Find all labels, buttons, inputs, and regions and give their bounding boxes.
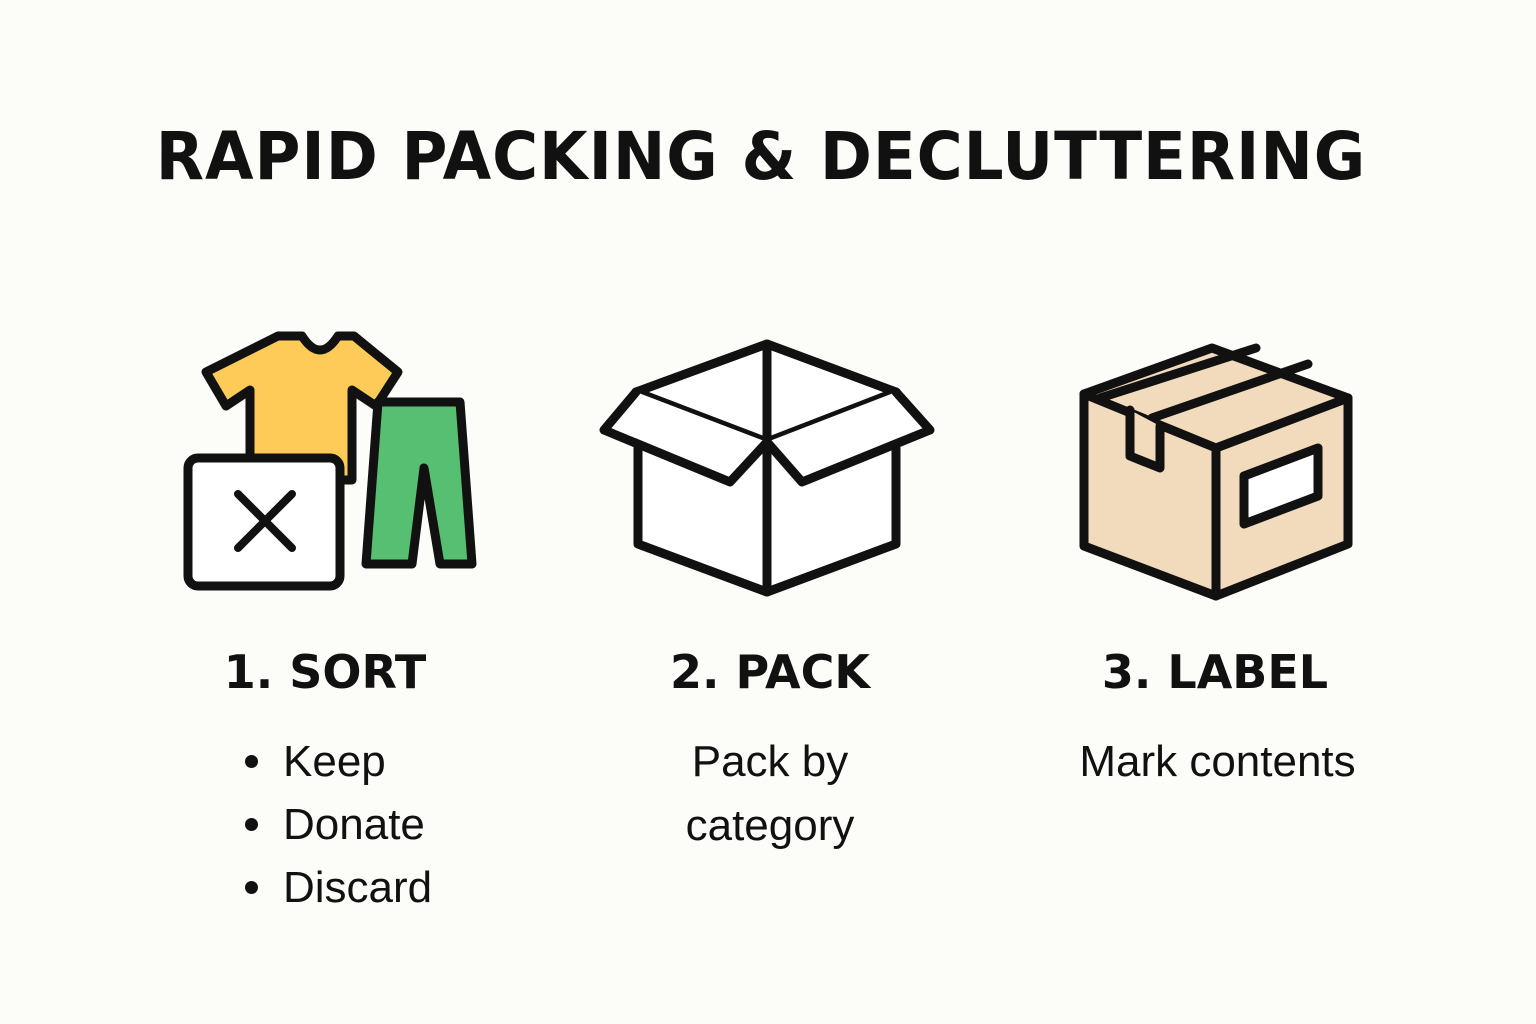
step-3-line-1: Mark contents [1079,737,1356,786]
list-item: Discard [240,856,432,919]
bullet-keep: Keep [283,737,386,786]
open-box-icon [599,339,935,597]
list-item: Keep [240,730,432,793]
step-3-title: 3. LABEL [1101,645,1329,699]
step-2-line-2: category [685,801,855,850]
clothes-sort-icon [183,331,477,591]
step-3-description: Mark contents [1030,730,1405,794]
bullet-icon [245,881,258,894]
page-title: RAPID PACKING & DECLUTTERING [155,118,1367,195]
sort-options-list: Keep Donate Discard [240,730,432,919]
bullet-donate: Donate [283,800,425,849]
step-1-title: 1. SORT [223,645,427,699]
step-2-description: Pack by category [620,730,920,858]
labeled-box-icon [1079,343,1353,601]
bullet-icon [245,755,258,768]
step-2-line-1: Pack by [691,737,849,786]
bullet-icon [245,818,258,831]
bullet-discard: Discard [283,863,433,912]
step-2-title: 2. PACK [670,645,870,699]
list-item: Donate [240,793,432,856]
